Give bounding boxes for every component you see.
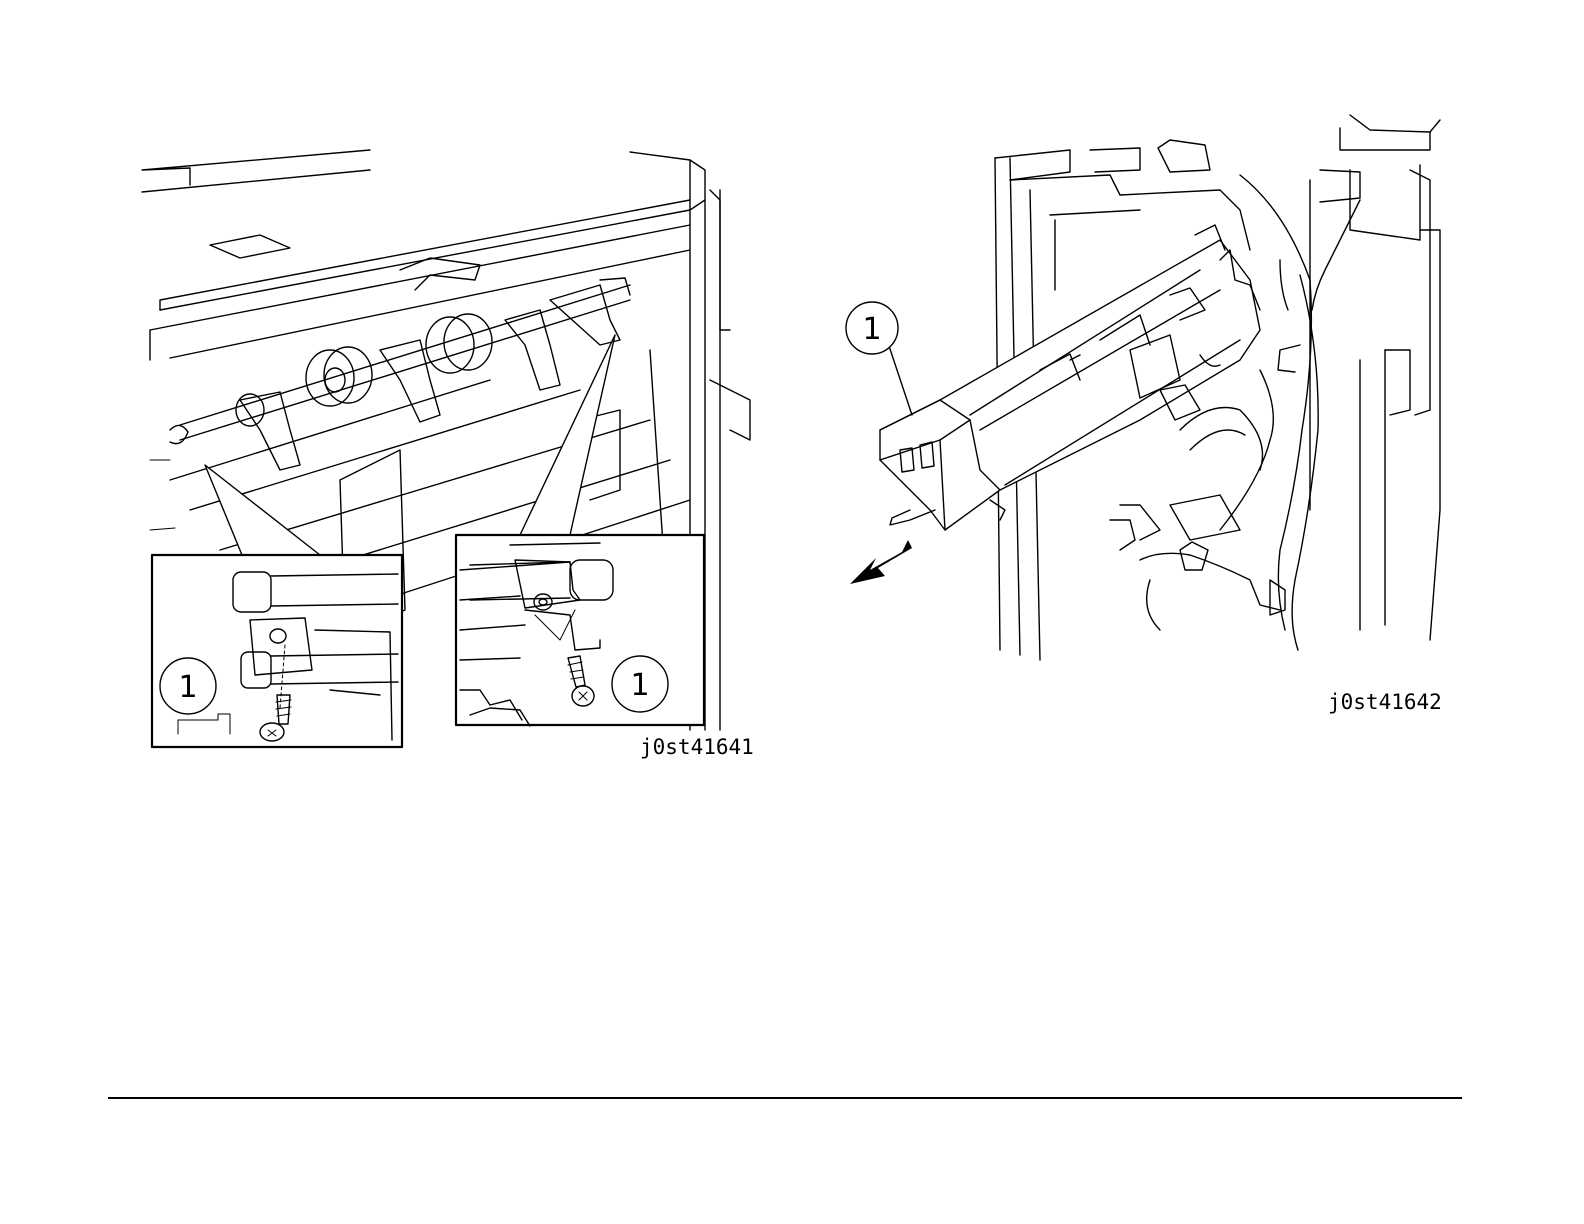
figure-left: 1 1 bbox=[130, 130, 770, 770]
removable-assembly bbox=[880, 225, 1260, 530]
figure-left-drawing: 1 1 bbox=[130, 130, 770, 770]
callout-label: 1 bbox=[862, 312, 881, 347]
figure-id-label: j0st41641 bbox=[640, 735, 754, 759]
figure-right-drawing: 1 bbox=[840, 110, 1460, 710]
callout-label: 1 bbox=[630, 668, 649, 703]
footer-rule bbox=[108, 1097, 1462, 1099]
inset-left: 1 bbox=[152, 555, 402, 747]
inset-right: 1 bbox=[456, 535, 704, 726]
callout-label: 1 bbox=[178, 670, 197, 705]
figure-right: 1 bbox=[840, 110, 1460, 710]
figure-id-label: j0st41642 bbox=[1328, 690, 1442, 714]
removal-arrow-icon bbox=[850, 540, 912, 584]
